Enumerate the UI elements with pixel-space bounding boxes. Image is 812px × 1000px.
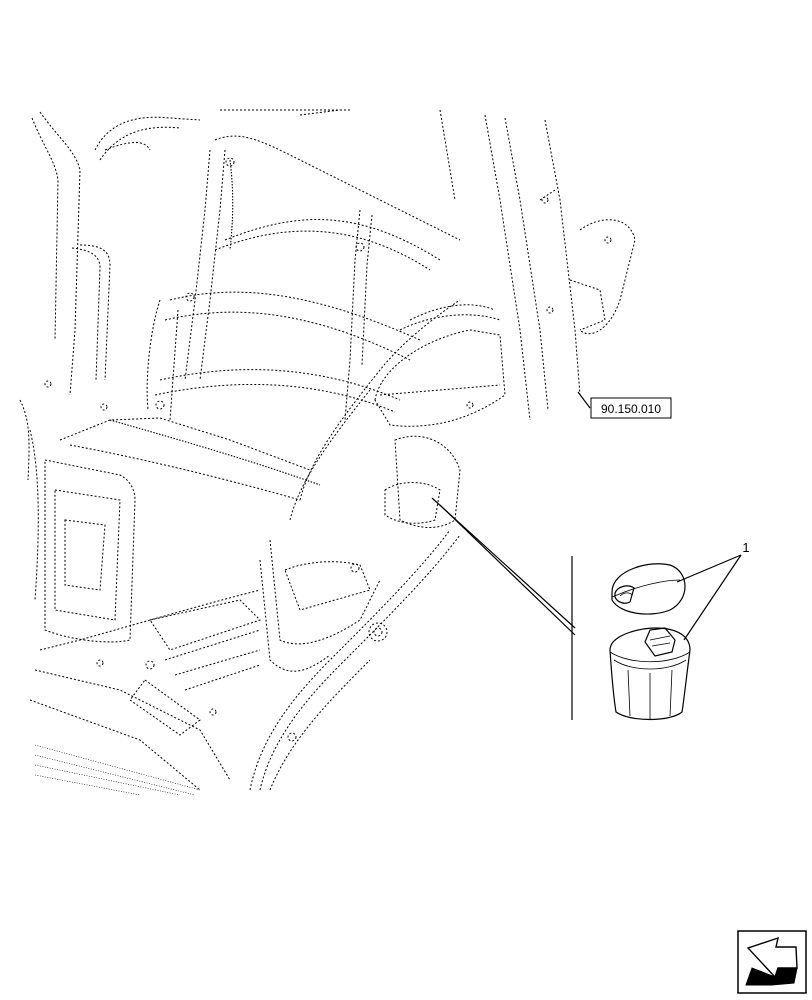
reference-callout: 90.150.010	[577, 391, 672, 419]
reference-label: 90.150.010	[601, 402, 661, 416]
part-leader-cup	[683, 554, 742, 641]
cup-holder-lid	[611, 563, 686, 615]
direction-arrow-icon	[737, 930, 807, 994]
reference-leader-line	[577, 391, 591, 409]
reference-label-box	[590, 397, 672, 419]
cab-structure	[19, 109, 636, 796]
part-number-label: 1	[742, 540, 749, 555]
cup-holder-cup	[609, 627, 691, 721]
part-leader-lid	[676, 554, 742, 583]
detail-leader	[431, 497, 576, 720]
part-number-callout: 1	[676, 540, 750, 641]
